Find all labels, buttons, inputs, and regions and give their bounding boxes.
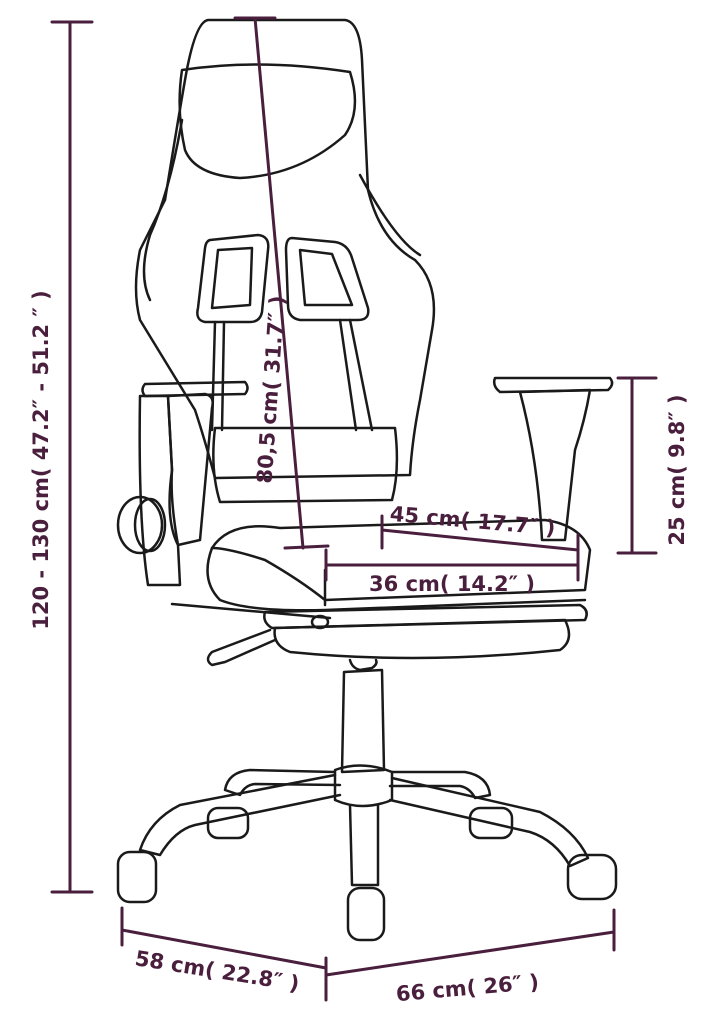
caster-front xyxy=(346,886,386,942)
left-armrest-post xyxy=(166,392,214,547)
seat-depth-line xyxy=(380,528,580,552)
right-armrest-pad xyxy=(492,376,614,394)
base-leg-front-right xyxy=(388,776,590,868)
caster-back-right xyxy=(468,806,514,840)
right-bolster-line xyxy=(358,173,422,257)
base-leg-back-right xyxy=(388,770,492,800)
seat-width-label: 36 cm( 14.2″ ) xyxy=(369,572,535,596)
caster-front-left xyxy=(116,850,158,904)
backrest-rod-right xyxy=(338,318,358,432)
left-cutout xyxy=(196,233,270,324)
base-leg-front-left xyxy=(138,773,342,857)
gas-cylinder-top xyxy=(348,658,378,672)
caster-front-right xyxy=(566,853,618,901)
left-side-panel xyxy=(138,394,182,587)
base-width-line xyxy=(324,930,616,977)
base-depth-label: 58 cm( 22.8″ ) xyxy=(133,946,301,996)
caster-back-left xyxy=(206,806,250,840)
left-armrest-pad xyxy=(141,380,249,398)
head-pillow xyxy=(178,63,357,180)
base-leg-back-left xyxy=(223,768,342,797)
recline-knob xyxy=(116,495,164,555)
backrest-rod-left-2 xyxy=(220,320,226,432)
left-bolster-line xyxy=(142,118,184,302)
seat-cushion xyxy=(210,518,592,602)
left-cutout-inner xyxy=(210,246,254,310)
base-width-label: 66 cm( 26″ ) xyxy=(395,970,540,1006)
footrest-bar xyxy=(170,602,332,620)
lumbar-cushion xyxy=(212,426,399,504)
base-leg-front xyxy=(348,803,380,887)
gas-lift-lever xyxy=(206,628,277,667)
backrest-height-label: 80,5 cm( 31.7″ ) xyxy=(252,295,289,485)
base-depth-line xyxy=(120,928,328,970)
footrest xyxy=(263,603,588,630)
gaming-chair-drawing xyxy=(116,18,618,942)
backrest-height-bottom-tick xyxy=(283,544,330,550)
armrest-height-label: 25 cm( 9.8″ ) xyxy=(665,394,689,545)
gas-cylinder xyxy=(340,668,386,774)
right-cutout-inner xyxy=(298,248,354,307)
backrest-height-line xyxy=(253,16,305,550)
seat-mechanism xyxy=(273,618,571,660)
right-armrest-post xyxy=(518,388,592,542)
right-cutout xyxy=(284,236,370,322)
dimension-lines xyxy=(50,16,658,1002)
backrest-rod-right-2 xyxy=(348,318,374,432)
total-height-label: 120 - 130 cm( 47.2″ - 51.2 ″ ) xyxy=(29,290,53,630)
recline-knob-inner xyxy=(133,497,167,553)
